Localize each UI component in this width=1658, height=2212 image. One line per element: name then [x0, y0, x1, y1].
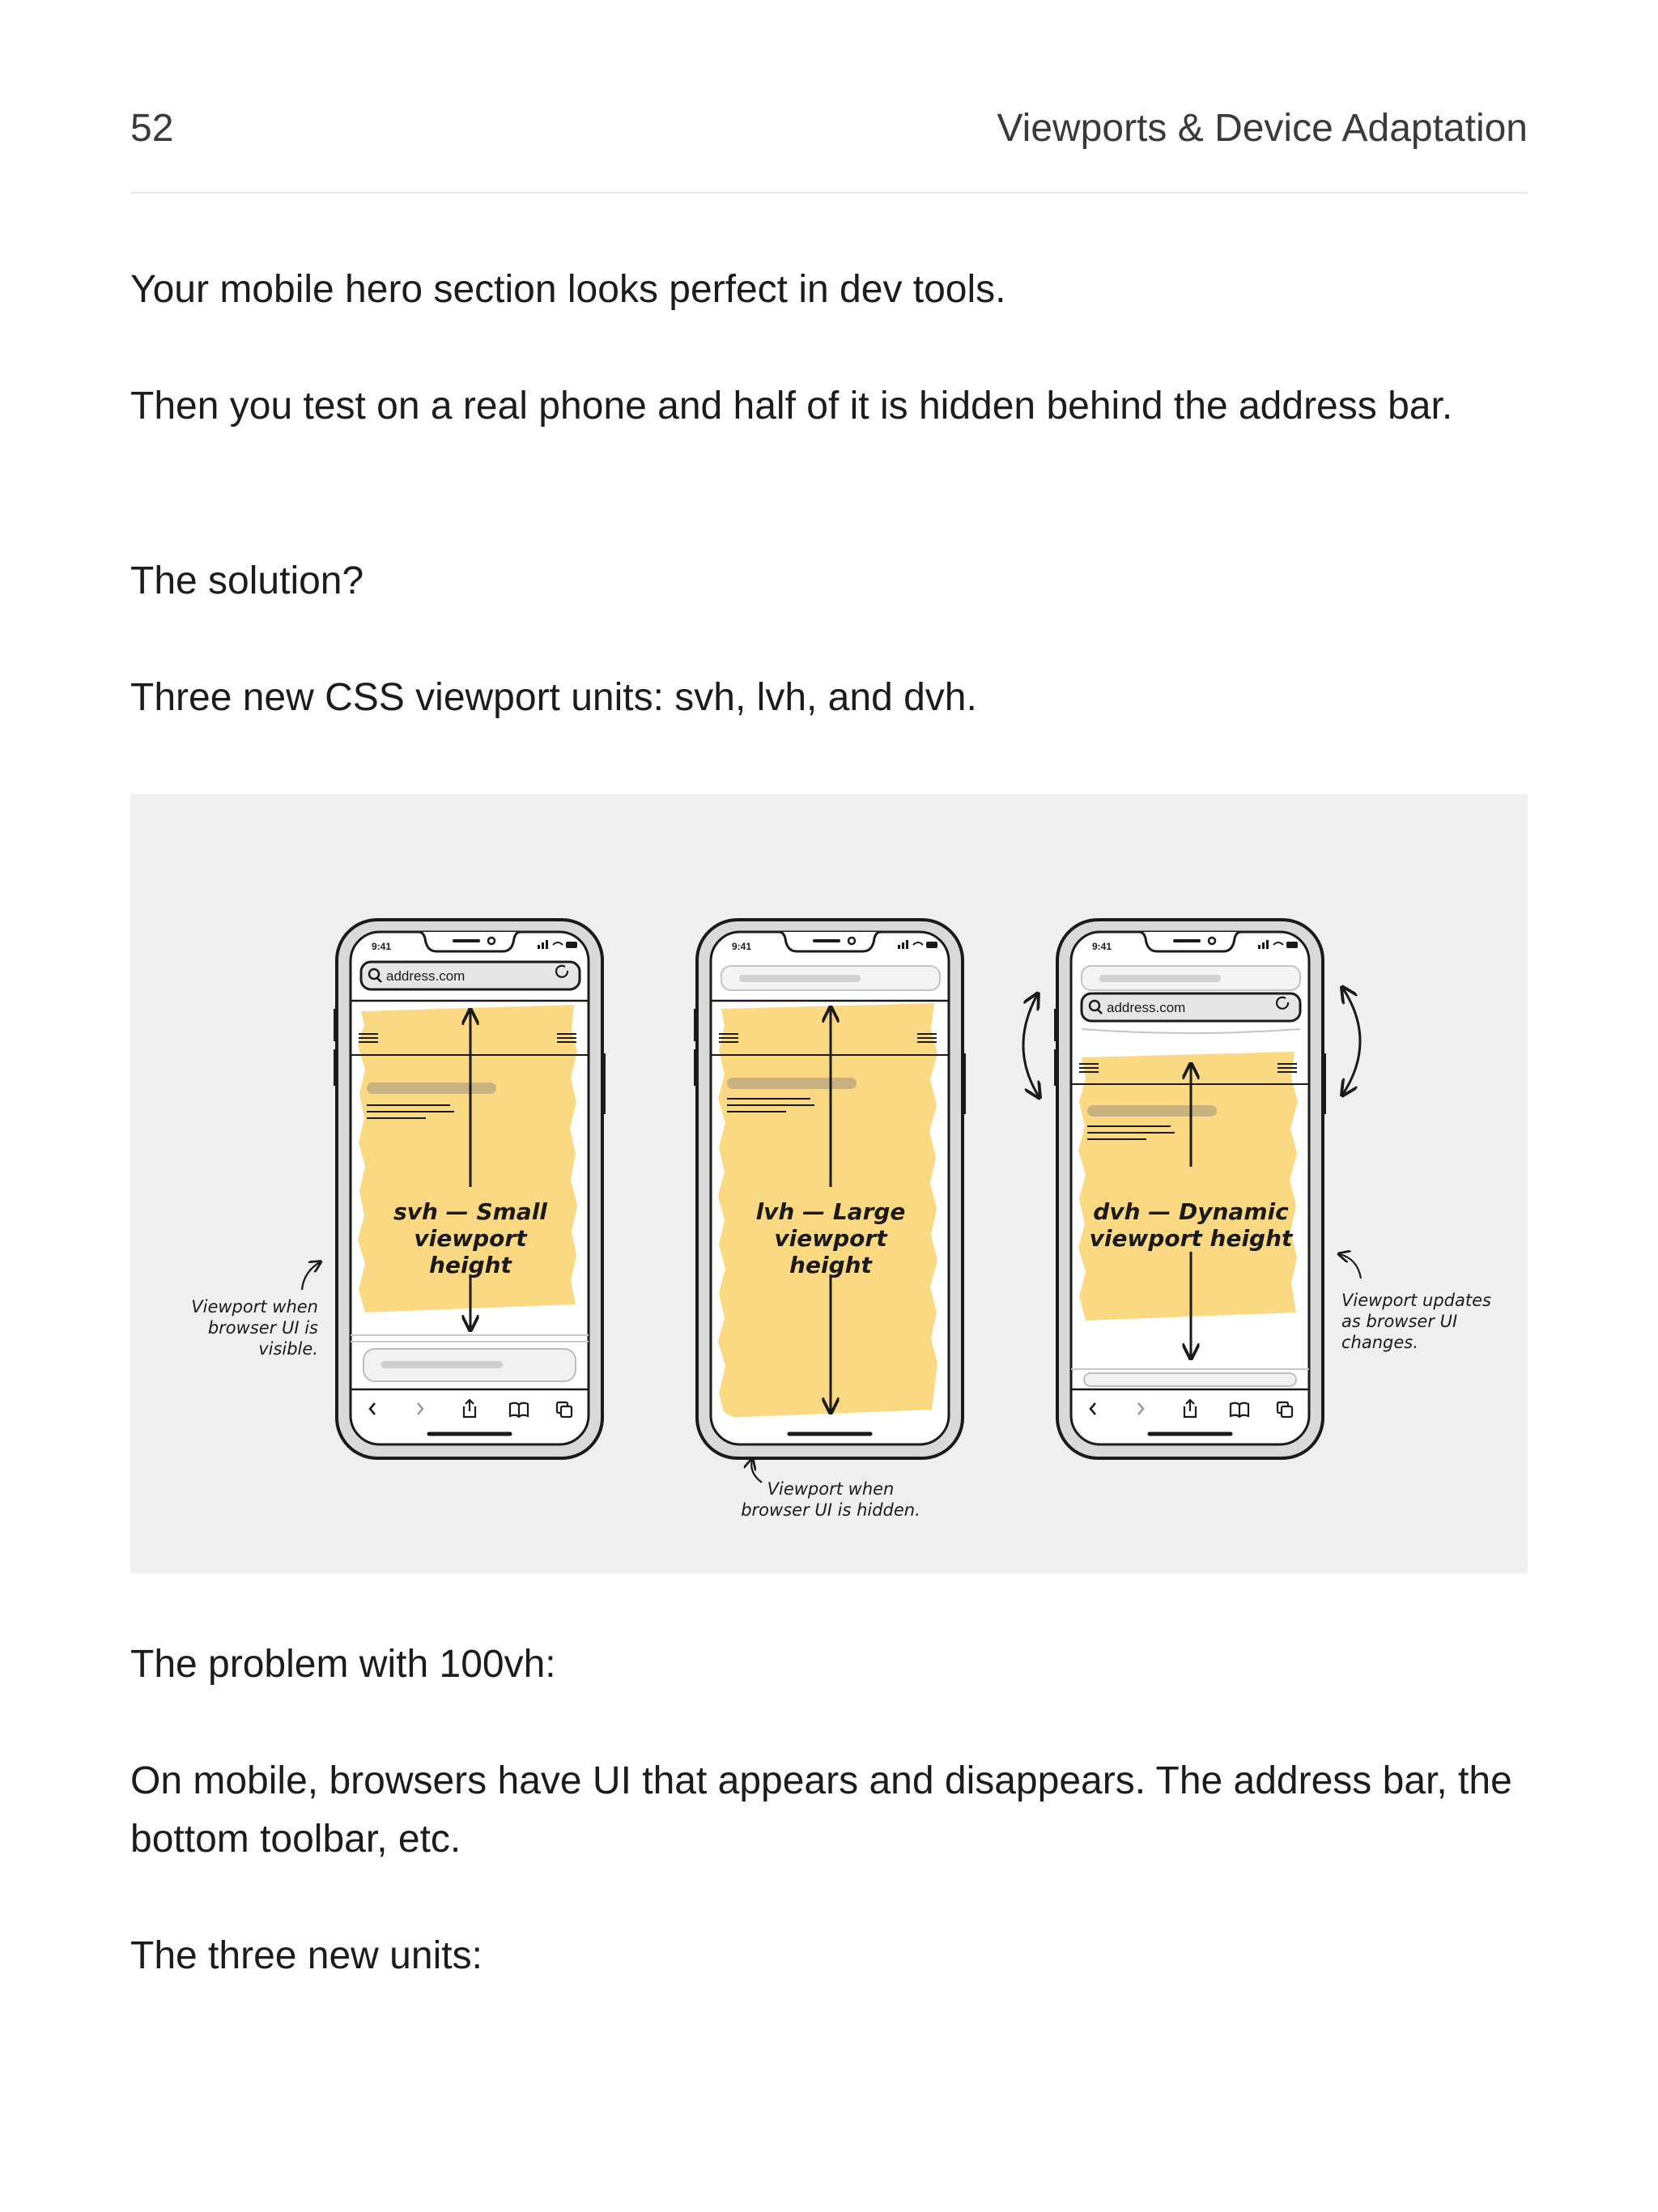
forward-icon [417, 1402, 424, 1415]
status-icons [1258, 940, 1298, 949]
svh-note-line3: visible. [258, 1339, 318, 1359]
search-icon [1088, 999, 1101, 1012]
status-icons [898, 940, 937, 949]
browser-toolbar [1089, 1398, 1294, 1419]
status-time: 9:41 [372, 941, 391, 952]
reload-icon [555, 964, 569, 978]
paragraph-units-intro: Three new CSS viewport units: svh, lvh, … [130, 676, 977, 719]
header-divider [130, 192, 1528, 194]
address-bar-text: address.com [1107, 1000, 1185, 1015]
svh-viewport-highlight [358, 1005, 577, 1312]
svh-annotation: Viewport when browser UI is visible. [191, 1262, 320, 1359]
dvh-note-line3: changes. [1341, 1333, 1418, 1352]
chapter-title: Viewports & Device Adaptation [997, 107, 1528, 150]
svh-label-line3: height [429, 1252, 512, 1278]
paragraph-solution-question: The solution? [130, 559, 364, 602]
dvh-label-line2: viewport height [1090, 1225, 1294, 1252]
dvh-label-line1: dvh — Dynamic [1093, 1198, 1289, 1225]
dvh-viewport-highlight [1078, 1052, 1298, 1321]
svh-label-line1: svh — Small [393, 1198, 547, 1225]
viewport-units-illustration: 9:41 address.com [130, 794, 1528, 1573]
back-icon [1089, 1402, 1096, 1415]
bookmarks-icon [1229, 1402, 1250, 1419]
share-icon [1183, 1398, 1197, 1419]
lvh-annotation: Viewport when browser UI is hidden. [741, 1460, 920, 1520]
status-time: 9:41 [732, 941, 751, 952]
search-icon [368, 968, 380, 981]
lvh-note-line2: browser UI is hidden. [741, 1500, 920, 1520]
paragraph-mobile-browser-ui: On mobile, browsers have UI that appears… [130, 1759, 1512, 1861]
page-number: 52 [130, 107, 174, 150]
browser-toolbar [368, 1398, 573, 1419]
svh-note-line2: browser UI is [208, 1318, 318, 1338]
paragraph-problem-statement: Then you test on a real phone and half o… [130, 385, 1453, 428]
right-change-arrow-icon [1343, 989, 1362, 1094]
paragraph-100vh-problem: The problem with 100vh: [130, 1643, 556, 1686]
lvh-label-line3: height [789, 1252, 873, 1278]
address-bar-text: address.com [386, 968, 465, 984]
back-icon [368, 1402, 376, 1415]
lvh-label-line1: lvh — Large [756, 1198, 906, 1225]
phone-svh: 9:41 address.com [334, 918, 606, 1460]
dvh-note-line2: as browser UI [1341, 1312, 1457, 1331]
phone-dvh: 9:41 address.com [1022, 918, 1362, 1460]
bookmarks-icon [508, 1402, 529, 1419]
status-icons [538, 940, 577, 949]
forward-icon [1137, 1402, 1145, 1415]
paragraph-three-units: The three new units: [130, 1934, 483, 1977]
paragraph-intro: Your mobile hero section looks perfect i… [130, 268, 1006, 311]
dvh-note-line1: Viewport updates [1341, 1291, 1491, 1310]
dvh-annotation: Viewport updates as browser UI changes. [1340, 1254, 1491, 1352]
share-icon [462, 1398, 477, 1419]
left-change-arrow-icon [1022, 995, 1039, 1096]
phone-lvh: 9:41 [694, 918, 966, 1460]
lvh-note-line1: Viewport when [767, 1479, 895, 1499]
lvh-label-line2: viewport [774, 1225, 888, 1252]
svh-note-line1: Viewport when [191, 1297, 318, 1317]
svh-label-line2: viewport [414, 1225, 528, 1252]
reload-icon [1275, 996, 1290, 1010]
lvh-viewport-highlight [718, 1003, 937, 1418]
status-time: 9:41 [1092, 941, 1112, 952]
